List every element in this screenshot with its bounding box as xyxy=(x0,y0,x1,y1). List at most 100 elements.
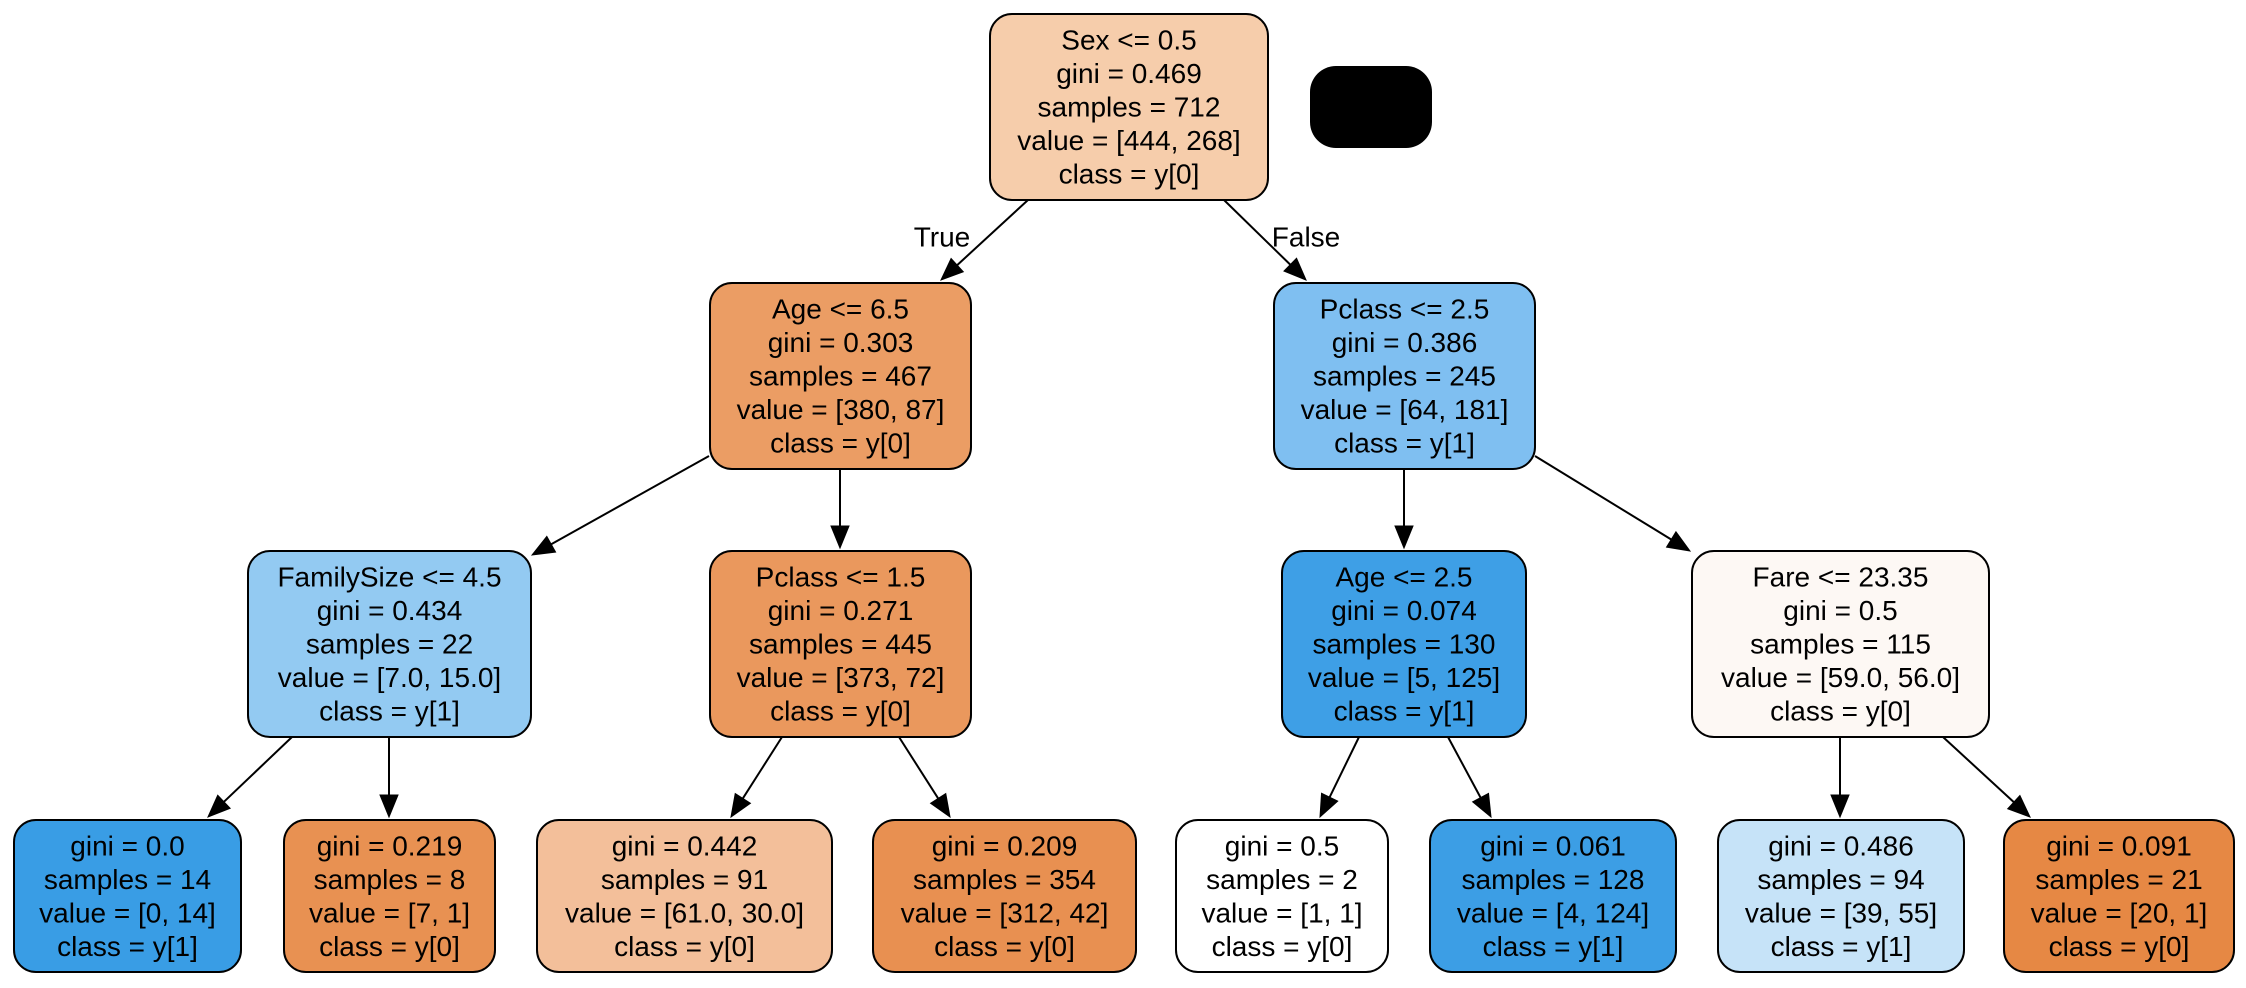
arrowhead xyxy=(1830,794,1850,819)
edges-layer: True False xyxy=(207,199,2031,819)
node-text-line: gini = 0.091 xyxy=(2046,830,2192,861)
node-text-line: class = y[1] xyxy=(319,696,460,727)
node-text-line: value = [39, 55] xyxy=(1745,897,1937,928)
edge-line xyxy=(1223,199,1291,266)
node-text-line: class = y[0] xyxy=(614,931,755,962)
node-text-line: class = y[0] xyxy=(1059,159,1200,190)
node-text-line: gini = 0.209 xyxy=(932,830,1078,861)
arrowhead xyxy=(1665,530,1692,552)
node-text-line: value = [7, 1] xyxy=(309,897,470,928)
node-box xyxy=(1691,550,1990,738)
node-box xyxy=(709,550,972,738)
node-text-line: value = [4, 124] xyxy=(1457,897,1649,928)
node-text-line: samples = 22 xyxy=(306,629,473,660)
node-text-line: value = [312, 42] xyxy=(901,897,1109,928)
node-text-line: gini = 0.5 xyxy=(1225,830,1339,861)
edge-label: False xyxy=(1272,222,1340,253)
node-text-line: class = y[0] xyxy=(319,931,460,962)
node-text-line: samples = 21 xyxy=(2035,864,2202,895)
node-text-line: class = y[1] xyxy=(1334,428,1475,459)
node-text-line: value = [7.0, 15.0] xyxy=(278,662,501,693)
node-text-line: class = y[0] xyxy=(2049,931,2190,962)
node-text-line: value = [61.0, 30.0] xyxy=(565,897,804,928)
tree-edge xyxy=(1319,736,1360,819)
node-text-line: gini = 0.271 xyxy=(768,595,914,626)
node-text-line: gini = 0.469 xyxy=(1056,58,1202,89)
node-text-line: value = [59.0, 56.0] xyxy=(1721,662,1960,693)
node-text-line: value = [444, 268] xyxy=(1017,125,1240,156)
arrowhead xyxy=(830,525,850,550)
tree-edge xyxy=(830,469,850,550)
node-box xyxy=(536,819,833,973)
node-text-line: FamilySize <= 4.5 xyxy=(277,562,501,593)
node-text-line: class = y[0] xyxy=(770,428,911,459)
node-text-line: samples = 8 xyxy=(314,864,466,895)
tree-edge xyxy=(1534,455,1692,552)
tree-edge xyxy=(1394,469,1414,550)
arrowhead xyxy=(1471,792,1492,819)
node-text-line: Pclass <= 2.5 xyxy=(1320,294,1490,325)
node-text-line: gini = 0.0 xyxy=(70,830,184,861)
arrowhead xyxy=(207,794,232,818)
tree-edge xyxy=(530,455,710,556)
edge-line xyxy=(223,736,293,803)
node-text-line: gini = 0.074 xyxy=(1331,595,1477,626)
tree-edge xyxy=(1830,737,1850,819)
node-box xyxy=(989,13,1269,201)
node-box xyxy=(872,819,1137,973)
tree-edge xyxy=(1447,736,1492,819)
tree-edge xyxy=(730,736,783,819)
node-text-line: gini = 0.219 xyxy=(317,830,463,861)
node-text-line: value = [64, 181] xyxy=(1301,394,1509,425)
tree-edge: True xyxy=(914,199,1029,281)
node-box xyxy=(1175,819,1389,973)
node-box xyxy=(13,819,242,973)
node-text-line: samples = 467 xyxy=(749,361,932,392)
tree-edge xyxy=(207,736,293,818)
arrowhead xyxy=(730,792,752,819)
node-text-line: gini = 0.061 xyxy=(1480,830,1626,861)
node-text-line: class = y[1] xyxy=(57,931,198,962)
node-text-line: class = y[1] xyxy=(1483,931,1624,962)
node-text-line: samples = 245 xyxy=(1313,361,1496,392)
node-text-line: samples = 94 xyxy=(1757,864,1924,895)
node-text-line: class = y[1] xyxy=(1334,696,1475,727)
node-text-line: samples = 91 xyxy=(601,864,768,895)
node-text-line: gini = 0.386 xyxy=(1332,327,1478,358)
node-text-line: samples = 130 xyxy=(1313,629,1496,660)
tree-edge xyxy=(898,736,951,819)
arrowhead xyxy=(1319,792,1339,819)
node-text-line: samples = 354 xyxy=(913,864,1096,895)
node-box xyxy=(1281,550,1527,738)
node-text-line: gini = 0.303 xyxy=(768,327,914,358)
node-text-line: Sex <= 0.5 xyxy=(1061,25,1196,56)
node-box xyxy=(1429,819,1677,973)
arrowhead xyxy=(1394,525,1414,550)
arrowhead xyxy=(929,792,951,819)
node-box xyxy=(2003,819,2235,973)
node-text-line: class = y[1] xyxy=(1771,931,1912,962)
arrowhead xyxy=(940,257,965,281)
node-text-line: samples = 445 xyxy=(749,629,932,660)
node-text-line: gini = 0.486 xyxy=(1768,830,1914,861)
node-box xyxy=(283,819,496,973)
arrowhead xyxy=(379,794,399,819)
node-text-line: samples = 115 xyxy=(1750,629,1931,660)
tree-edge xyxy=(1942,736,2031,818)
node-text-line: samples = 14 xyxy=(44,864,211,895)
node-text-line: Age <= 2.5 xyxy=(1335,562,1472,593)
node-text-line: gini = 0.434 xyxy=(317,595,463,626)
node-box xyxy=(247,550,532,738)
node-box xyxy=(1717,819,1965,973)
node-text-line: Pclass <= 1.5 xyxy=(756,562,926,593)
